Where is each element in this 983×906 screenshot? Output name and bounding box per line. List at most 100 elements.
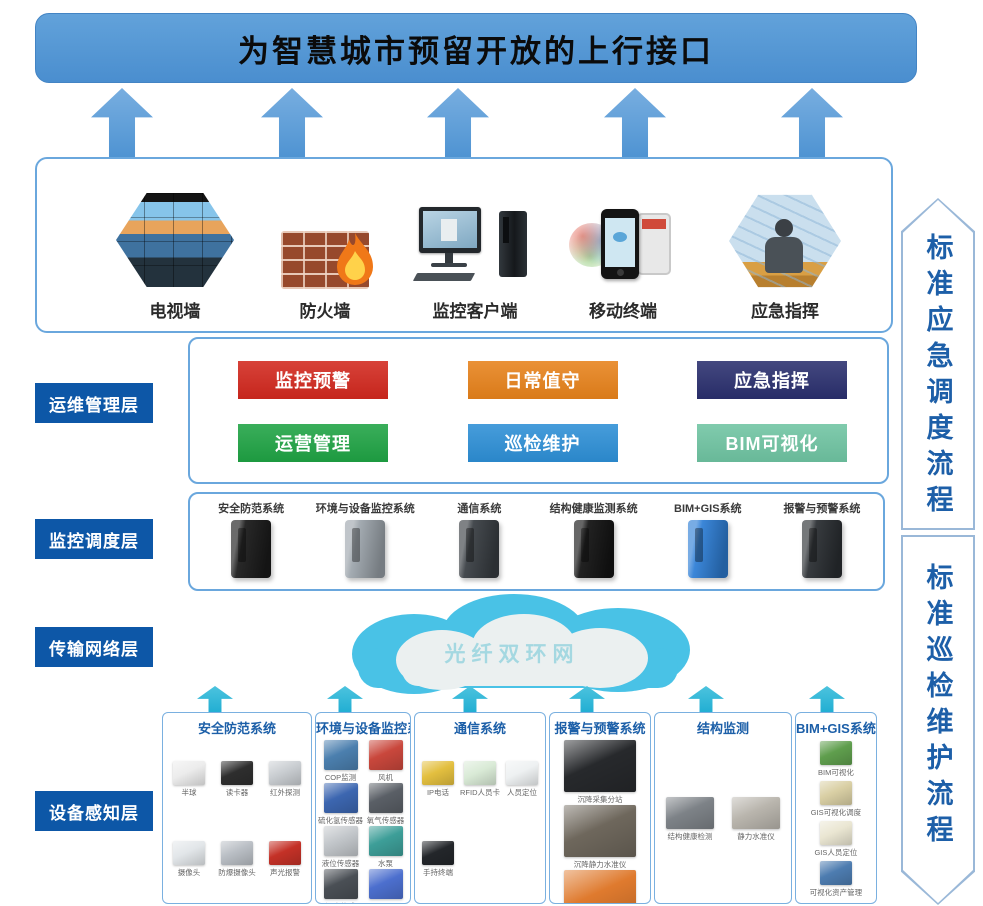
device-item: 风机 xyxy=(368,740,403,783)
device-caption: 照明 xyxy=(378,901,393,903)
device-label: 应急指挥 xyxy=(751,302,819,321)
device-caption: COP监测 xyxy=(324,773,357,782)
device-item: 水泵 xyxy=(368,826,403,869)
device-item: IP电话 xyxy=(422,761,454,798)
device-photo xyxy=(323,783,358,813)
dispatch-system: 环境与设备监控系统 xyxy=(308,500,422,585)
device-label: 移动终端 xyxy=(589,302,657,321)
device-photo xyxy=(323,869,358,899)
dispatch-system: 安全防范系统 xyxy=(194,500,308,585)
flow-emergency-dispatch: 标准应急调度流程 xyxy=(901,198,975,530)
server-icon xyxy=(573,520,614,578)
tv-wall-icon xyxy=(116,192,234,288)
dispatch-system-label: 报警与预警系统 xyxy=(783,503,861,515)
ops-function-button: 应急指挥 xyxy=(697,361,847,399)
device-photo xyxy=(221,761,253,786)
device-item: RFID人员卡 xyxy=(460,761,500,798)
up-arrow-icon xyxy=(261,88,323,158)
up-arrow-icon xyxy=(91,88,153,158)
device-tv-wall: 电视墙 xyxy=(105,177,245,322)
device-photo xyxy=(422,761,454,786)
device-photo xyxy=(269,761,301,786)
layer-label-dispatch: 监控调度层 xyxy=(35,519,153,559)
device-item: 沉降静力水准仪 xyxy=(564,805,636,870)
device-photo xyxy=(819,820,852,845)
ops-function-button: BIM可视化 xyxy=(697,424,847,462)
ops-function-button: 巡检维护 xyxy=(467,424,618,462)
device-photo xyxy=(464,761,496,786)
device-item: 可视化资产管理 xyxy=(809,860,863,898)
device-caption: 可视化资产管理 xyxy=(809,887,863,897)
dispatch-system-label: 结构健康监测系统 xyxy=(549,503,638,515)
device-caption: 人员定位 xyxy=(507,788,537,798)
server-icon xyxy=(345,520,386,578)
device-photo xyxy=(269,840,301,865)
device-photo xyxy=(323,740,358,770)
device-photo xyxy=(819,781,852,806)
device-caption: 半球 xyxy=(181,788,197,798)
perception-columns: 安全防范系统 半球 读卡器 红外探测 xyxy=(162,712,896,904)
device-photo xyxy=(819,741,852,766)
perception-item-grid: BIM可视化 GIS可视化调度 GIS人员定位 可视化资产管理 xyxy=(796,740,876,903)
device-photo xyxy=(173,761,205,786)
device-item: 照明 xyxy=(368,869,403,903)
perception-column: 安全防范系统 半球 读卡器 红外探测 xyxy=(162,712,312,904)
device-photo xyxy=(422,840,454,865)
dispatch-system-label: 安全防范系统 xyxy=(218,503,285,515)
dispatch-system: 通信系统 xyxy=(422,500,536,585)
phone-icon xyxy=(601,209,639,279)
smartphone-icon xyxy=(563,205,683,289)
device-photo xyxy=(221,840,253,865)
device-caption: GIS可视化调度 xyxy=(810,808,862,818)
device-photo xyxy=(506,761,538,786)
device-label: 防火墙 xyxy=(299,302,351,321)
uplink-banner-title: 为智慧城市预留开放的上行接口 xyxy=(238,33,714,69)
device-item: 防爆摄像头 xyxy=(218,840,256,878)
device-item: 温湿度传感器 xyxy=(318,869,363,903)
up-arrow-icon xyxy=(427,88,489,158)
pc-tower-icon xyxy=(499,211,527,277)
device-label: 监控客户端 xyxy=(432,302,518,321)
device-caption: 沉降采集分站 xyxy=(577,795,623,804)
device-caption: 防爆摄像头 xyxy=(218,867,256,877)
perception-column: 结构监测 结构健康检测 静力水准仪 xyxy=(654,712,792,904)
perception-column: 通信系统 IP电话 RFID人员卡 人员定位 xyxy=(414,712,546,904)
device-photo xyxy=(368,826,403,856)
dispatch-systems-panel: 安全防范系统 环境与设备监控系统 通信系统 结构健康监测系统 BIM+GIS系统… xyxy=(188,492,885,591)
device-caption: 红外探测 xyxy=(270,788,300,798)
up-arrow-icon xyxy=(809,686,845,714)
device-item: 红外探测 xyxy=(269,761,301,798)
server-icon xyxy=(801,520,842,578)
device-caption: GIS人员定位 xyxy=(814,847,858,857)
device-photo xyxy=(368,869,403,899)
device-item: 可燃气体探测 xyxy=(564,870,636,903)
flame-icon xyxy=(337,233,373,285)
device-photo xyxy=(173,840,205,865)
device-photo xyxy=(564,805,636,857)
perception-column-title: 通信系统 xyxy=(453,721,506,736)
person-icon xyxy=(775,219,793,237)
device-item: 摄像头 xyxy=(173,840,205,878)
perception-item-grid: 结构健康检测 静力水准仪 xyxy=(655,740,791,903)
server-icon xyxy=(231,520,272,578)
perception-item-grid: 半球 读卡器 红外探测 摄像头 防爆摄像头 xyxy=(163,740,311,903)
up-arrow-icon xyxy=(604,88,666,158)
flow-inspection-maintenance: 标准巡检维护流程 xyxy=(901,535,975,905)
device-photo xyxy=(564,870,636,903)
device-caption: 结构健康检测 xyxy=(667,832,713,841)
device-item: GIS可视化调度 xyxy=(811,781,861,818)
device-caption: 硫化氢传感器 xyxy=(318,816,363,825)
layer-label-perception: 设备感知层 xyxy=(35,791,153,831)
cloud-icon xyxy=(352,594,690,694)
server-icon xyxy=(459,520,500,578)
perception-column-title: 报警与预警系统 xyxy=(554,721,646,736)
perception-column: 报警与预警系统 沉降采集分站 沉降静力水准仪 可燃气体探测 xyxy=(549,712,651,904)
dispatch-system: 报警与预警系统 xyxy=(765,500,879,585)
device-caption: 温湿度传感器 xyxy=(318,901,363,903)
dispatch-system: BIM+GIS系统 xyxy=(651,500,765,585)
layer-label-network: 传输网络层 xyxy=(35,627,153,667)
terminal-devices-panel: 电视墙 防火墙 监控客户端 xyxy=(35,157,893,333)
device-caption: 沉降静力水准仪 xyxy=(573,860,627,869)
device-emergency-command: 应急指挥 xyxy=(715,177,855,322)
